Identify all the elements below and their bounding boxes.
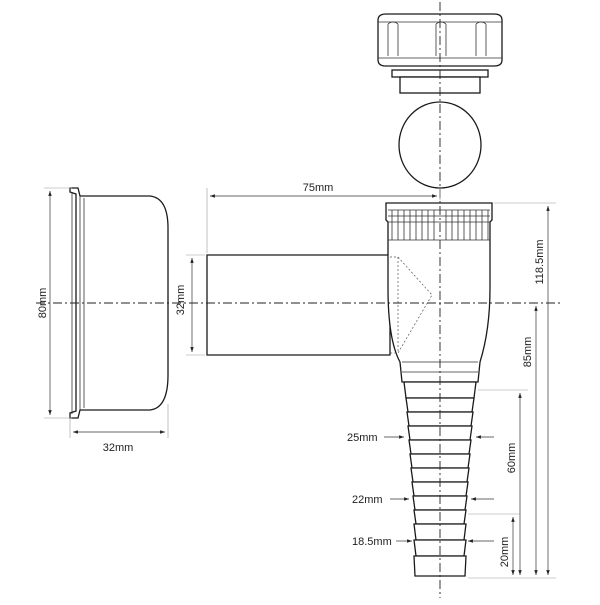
tip-height-dimension: 20mm xyxy=(468,513,520,575)
inlet-length-label: 75mm xyxy=(303,182,334,194)
cap-depth-label: 32mm xyxy=(103,442,134,454)
diameter-25-callout: 25mm xyxy=(347,432,494,444)
cap-depth-dimension: 32mm xyxy=(69,404,169,454)
total-height-dimension: 118.5mm xyxy=(468,202,556,579)
inlet-length-dimension: 75mm xyxy=(206,182,441,253)
total-height-label: 118.5mm xyxy=(534,239,546,284)
trap-body xyxy=(206,202,493,383)
diameter-25-label: 25mm xyxy=(347,432,378,444)
spigot-height-dimension: 60mm xyxy=(478,389,528,575)
thread-lines xyxy=(388,209,490,241)
end-cap xyxy=(69,187,169,419)
diameter-18-5-callout: 18.5mm xyxy=(352,536,494,548)
internal-channel xyxy=(390,256,433,354)
inlet-pipe xyxy=(206,254,391,356)
inlet-height-dimension: 85mm xyxy=(522,306,538,575)
inlet-diameter-label: 32mm xyxy=(175,285,187,316)
cap-outline xyxy=(69,187,169,419)
spigot-height-label: 60mm xyxy=(506,443,518,474)
diameter-22-callout: 22mm xyxy=(352,494,494,506)
diameter-22-label: 22mm xyxy=(352,494,383,506)
inlet-diameter-dimension: 32mm xyxy=(175,254,205,356)
tip-height-label: 20mm xyxy=(499,537,511,568)
diameter-18-5-label: 18.5mm xyxy=(352,536,392,548)
inlet-height-label: 85mm xyxy=(522,337,534,368)
